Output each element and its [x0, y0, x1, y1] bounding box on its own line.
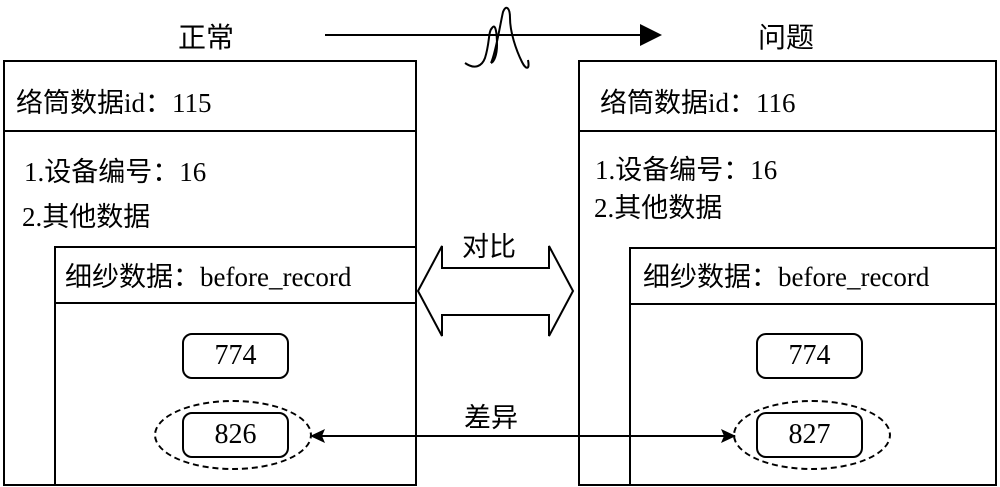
problem-spinning-header: 细纱数据：before_record: [643, 262, 930, 292]
problem-value-827: 827: [756, 412, 863, 458]
compare-double-arrow-icon: [416, 245, 575, 337]
problem-value-774: 774: [756, 333, 863, 379]
normal-spinning-subpanel: [54, 246, 417, 486]
squiggle-break-icon: [464, 6, 530, 69]
normal-highlight-ellipse: [154, 400, 312, 470]
problem-spinning-divider: [629, 303, 997, 305]
problem-state-title: 问题: [758, 23, 815, 54]
normal-other-data: 2.其他数据: [22, 202, 151, 232]
normal-device-number: 1.设备编号：16: [24, 157, 207, 187]
problem-header-divider: [578, 130, 997, 132]
problem-winding-id: 络筒数据id：116: [600, 88, 796, 118]
compare-label: 对比: [462, 232, 516, 262]
normal-winding-id: 络筒数据id：115: [16, 88, 212, 118]
difference-label: 差异: [464, 403, 518, 433]
flow-arrow-icon: [325, 24, 662, 46]
difference-arrow-icon: [310, 429, 736, 443]
normal-value-826: 826: [182, 412, 289, 458]
normal-spinning-header: 细纱数据：before_record: [65, 262, 352, 292]
normal-header-divider: [3, 130, 417, 132]
problem-device-number: 1.设备编号：16: [595, 155, 778, 185]
normal-value-774: 774: [182, 333, 289, 379]
problem-other-data: 2.其他数据: [594, 193, 723, 223]
problem-spinning-subpanel: [629, 247, 997, 486]
normal-state-title: 正常: [178, 23, 235, 54]
normal-spinning-divider: [54, 302, 417, 304]
